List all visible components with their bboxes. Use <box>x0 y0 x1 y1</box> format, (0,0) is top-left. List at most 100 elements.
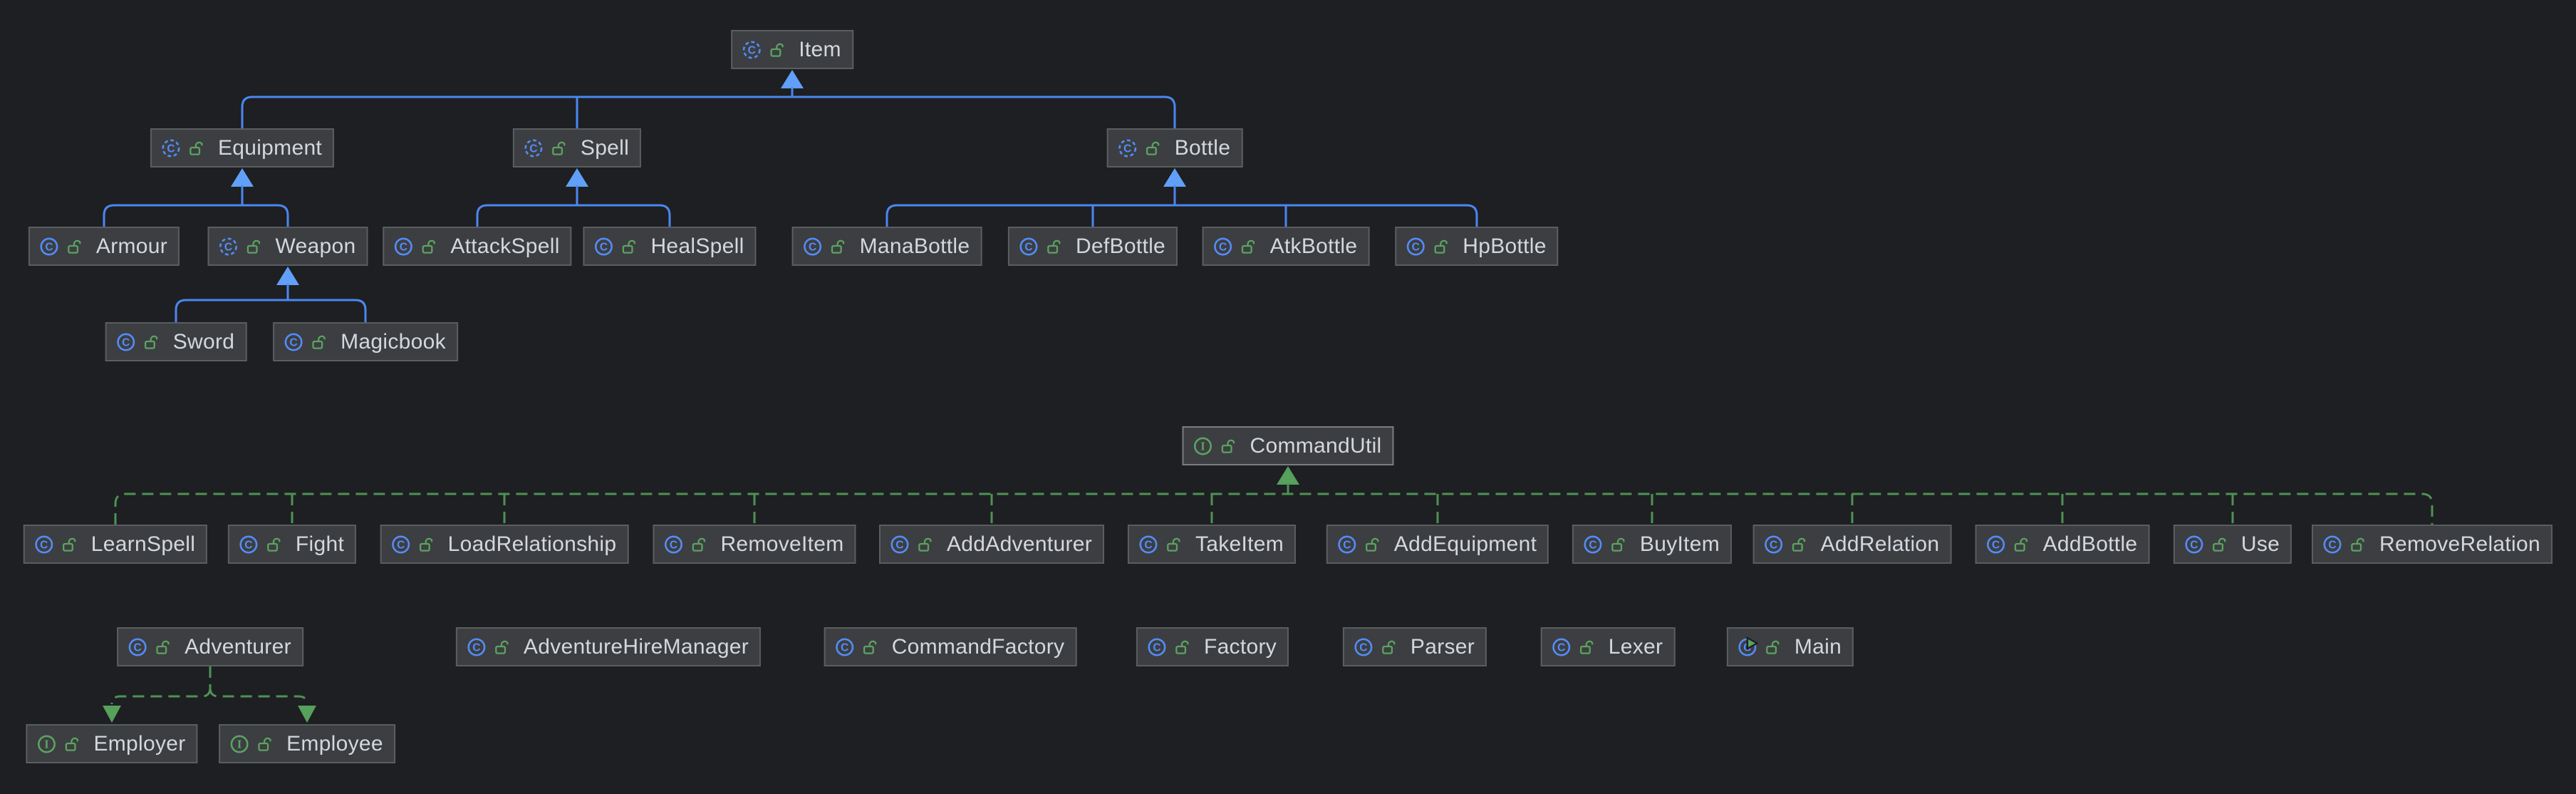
node-label: Weapon <box>275 234 356 258</box>
realization-arrowhead <box>1277 466 1299 485</box>
public-lock-icon <box>143 332 160 351</box>
node-addrelation[interactable]: C AddRelation <box>1752 525 1952 564</box>
node-label: Employer <box>93 731 186 756</box>
public-lock-icon <box>690 535 707 554</box>
node-label: AtkBottle <box>1269 234 1358 258</box>
node-takeitem[interactable]: C TakeItem <box>1127 525 1297 564</box>
svg-text:C: C <box>1024 241 1032 253</box>
public-lock-icon <box>1610 535 1626 554</box>
node-loadrelationship[interactable]: C LoadRelationship <box>380 525 629 564</box>
node-label: Fight <box>295 532 345 556</box>
node-bottle[interactable]: C Bottle <box>1106 128 1243 167</box>
node-employer[interactable]: I Employer <box>26 724 198 763</box>
node-parser[interactable]: C Parser <box>1342 627 1487 666</box>
public-lock-icon <box>1240 237 1257 256</box>
node-magicbook[interactable]: C Magicbook <box>273 322 458 361</box>
svg-text:C: C <box>472 641 480 654</box>
node-weapon[interactable]: C Weapon <box>207 227 368 266</box>
node-label: LearnSpell <box>90 532 196 556</box>
inheritance-arrowhead <box>781 70 804 88</box>
node-attackspell[interactable]: C AttackSpell <box>383 227 572 266</box>
public-lock-icon <box>188 138 204 158</box>
class-icon: C <box>38 236 60 257</box>
node-buyitem[interactable]: C BuyItem <box>1572 525 1733 564</box>
public-lock-icon <box>1165 535 1182 554</box>
runnable-class-icon: C <box>1737 636 1758 658</box>
node-label: RemoveRelation <box>2379 532 2540 556</box>
node-label: RemoveItem <box>720 532 844 556</box>
node-employee[interactable]: I Employee <box>219 724 395 763</box>
node-defbottle[interactable]: C DefBottle <box>1007 227 1178 266</box>
class-icon: C <box>2322 534 2343 555</box>
node-label: DefBottle <box>1075 234 1166 258</box>
class-icon: C <box>33 534 55 555</box>
node-factory[interactable]: C Factory <box>1136 627 1289 666</box>
svg-text:C: C <box>1770 539 1777 551</box>
node-armour[interactable]: C Armour <box>28 227 180 266</box>
node-label: Item <box>799 37 841 61</box>
inheritance-edge <box>476 204 671 227</box>
public-lock-icon <box>311 332 327 351</box>
node-addequipment[interactable]: C AddEquipment <box>1326 525 1549 564</box>
node-fight[interactable]: C Fight <box>227 525 357 564</box>
node-healspell[interactable]: C HealSpell <box>583 227 757 266</box>
public-lock-icon <box>1046 237 1062 256</box>
node-adventurehiremanager[interactable]: C AdventureHireManager <box>455 627 762 666</box>
node-spell[interactable]: C Spell <box>512 128 642 167</box>
svg-text:C: C <box>167 143 175 155</box>
node-removeitem[interactable]: C RemoveItem <box>653 525 856 564</box>
node-use[interactable]: C Use <box>2173 525 2292 564</box>
node-addadventurer[interactable]: C AddAdventurer <box>878 525 1105 564</box>
public-lock-icon <box>1364 535 1381 554</box>
node-label: Magicbook <box>341 329 446 354</box>
node-hpbottle[interactable]: C HpBottle <box>1395 227 1559 266</box>
realization-edge <box>209 687 308 705</box>
svg-text:C: C <box>895 539 903 551</box>
node-manabottle[interactable]: C ManaBottle <box>791 227 982 266</box>
inheritance-edge <box>175 299 367 322</box>
node-addbottle[interactable]: C AddBottle <box>1975 525 2150 564</box>
node-item[interactable]: C Item <box>731 30 853 69</box>
public-lock-icon <box>155 637 171 656</box>
class-icon: C <box>238 534 259 555</box>
node-label: Main <box>1794 634 1842 659</box>
class-icon: C <box>802 236 824 257</box>
svg-text:C: C <box>748 44 756 56</box>
node-adventurer[interactable]: C Adventurer <box>117 627 303 666</box>
public-lock-icon <box>63 734 80 753</box>
node-label: Equipment <box>217 135 323 160</box>
realization-edge <box>110 687 212 705</box>
node-label: Adventurer <box>185 634 291 659</box>
svg-text:C: C <box>244 539 252 551</box>
class-icon: C <box>1985 534 2007 555</box>
node-learnspell[interactable]: C LearnSpell <box>23 525 208 564</box>
public-lock-icon <box>1579 637 1595 656</box>
node-sword[interactable]: C Sword <box>105 322 247 361</box>
class-icon: C <box>1763 534 1785 555</box>
node-atkbottle[interactable]: C AtkBottle <box>1202 227 1370 266</box>
node-commandutil[interactable]: I CommandUtil <box>1182 426 1394 465</box>
public-lock-icon <box>1145 138 1161 158</box>
node-label: AddBottle <box>2042 532 2138 556</box>
node-main[interactable]: C Main <box>1726 627 1854 666</box>
realization-arrowhead <box>103 706 121 723</box>
node-commandfactory[interactable]: C CommandFactory <box>824 627 1077 666</box>
svg-text:C: C <box>809 241 816 253</box>
svg-text:C: C <box>1219 241 1227 253</box>
public-lock-icon <box>830 237 846 256</box>
node-lexer[interactable]: C Lexer <box>1540 627 1676 666</box>
abstract-class-icon: C <box>523 138 544 159</box>
node-label: HpBottle <box>1463 234 1547 258</box>
svg-text:C: C <box>1123 143 1131 155</box>
node-equipment[interactable]: C Equipment <box>150 128 335 167</box>
node-removerelation[interactable]: C RemoveRelation <box>2312 525 2552 564</box>
node-label: LoadRelationship <box>447 532 617 556</box>
svg-text:C: C <box>40 539 48 551</box>
abstract-class-icon: C <box>218 236 239 257</box>
class-icon: C <box>2183 534 2205 555</box>
svg-text:C: C <box>290 336 298 349</box>
public-lock-icon <box>1791 535 1807 554</box>
svg-text:C: C <box>1412 241 1420 253</box>
class-icon: C <box>1582 534 1604 555</box>
